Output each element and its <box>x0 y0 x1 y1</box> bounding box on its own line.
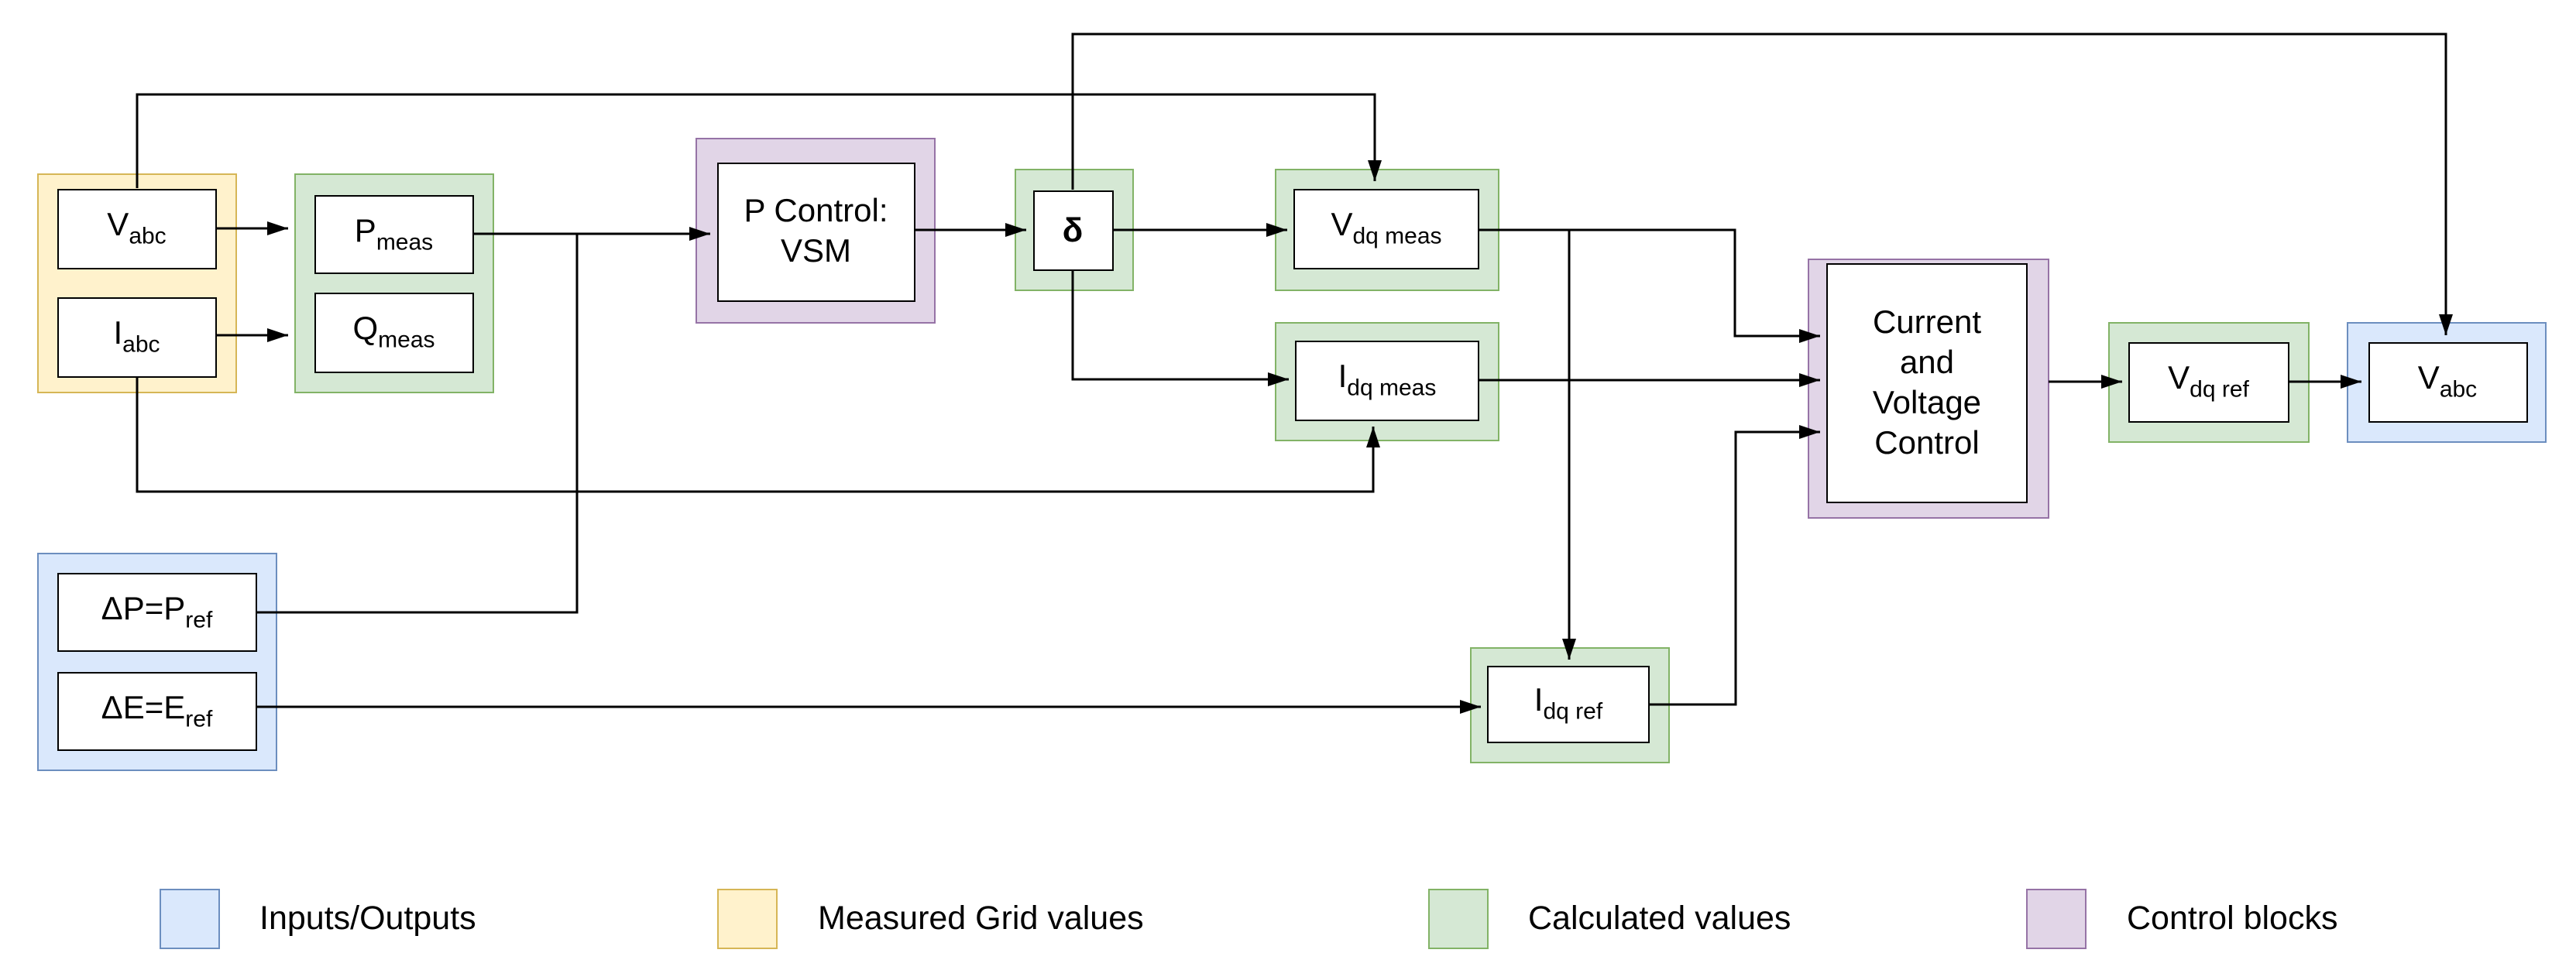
block-vdq-ref: Vdq ref <box>2128 342 2289 422</box>
block-idq-meas: Idq meas <box>1295 341 1479 420</box>
connector-idq-ref-to-cvc <box>1650 425 1820 706</box>
legend-swatch-calculated-values <box>1427 889 1488 949</box>
legend-swatch-measured-grid-values <box>717 889 778 949</box>
block-dp-pref-label: ΔP=Pref <box>101 591 213 634</box>
block-idq-ref: Idq ref <box>1487 666 1650 743</box>
block-delta: δ <box>1032 190 1113 271</box>
block-vdq-ref-label: Vdq ref <box>2168 361 2249 403</box>
block-de-eref-label: ΔE=Eref <box>101 690 213 733</box>
block-de-eref: ΔE=Eref <box>57 672 257 751</box>
legend-item-control-blocks: Control blocks <box>2026 889 2337 949</box>
block-p-control-vsm-label: P Control:VSM <box>744 194 888 269</box>
legend-label-measured-grid-values: Measured Grid values <box>818 900 1144 937</box>
legend-label-inputs-outputs: Inputs/Outputs <box>259 900 476 937</box>
block-p-control-vsm: P Control:VSM <box>716 163 915 302</box>
block-vabc-input-label: Vabc <box>107 207 167 250</box>
legend-label-calculated-values: Calculated values <box>1528 900 1791 937</box>
legend-item-inputs-outputs: Inputs/Outputs <box>159 889 476 949</box>
block-iabc-input-label: Iabc <box>113 315 160 358</box>
legend-swatch-inputs-outputs <box>159 889 219 949</box>
block-iabc-input: Iabc <box>57 297 217 377</box>
block-pmeas: Pmeas <box>314 195 474 273</box>
block-pmeas-label: Pmeas <box>354 213 434 255</box>
block-dp-pref: ΔP=Pref <box>57 573 257 652</box>
block-vabc-input: Vabc <box>57 188 217 269</box>
legend-item-measured-grid-values: Measured Grid values <box>717 889 1144 949</box>
block-vabc-output: Vabc <box>2368 342 2527 422</box>
block-qmeas: Qmeas <box>314 293 474 373</box>
block-idq-ref-label: Idq ref <box>1534 683 1603 726</box>
legend-item-calculated-values: Calculated values <box>1427 889 1791 949</box>
block-qmeas-label: Qmeas <box>352 311 435 355</box>
block-vabc-output-label: Vabc <box>2417 361 2478 403</box>
block-delta-label: δ <box>1062 211 1084 250</box>
legend-label-control-blocks: Control blocks <box>2127 900 2338 937</box>
connector-iabc-in-to-idq-meas <box>136 377 1380 493</box>
block-vdq-meas-label: Vdq meas <box>1331 207 1442 250</box>
legend-swatch-control-blocks <box>2026 889 2087 949</box>
block-vdq-meas: Vdq meas <box>1293 188 1479 269</box>
connector-vdq-meas-to-cvc <box>1479 228 1820 343</box>
block-idq-meas-label: Idq meas <box>1338 359 1437 402</box>
